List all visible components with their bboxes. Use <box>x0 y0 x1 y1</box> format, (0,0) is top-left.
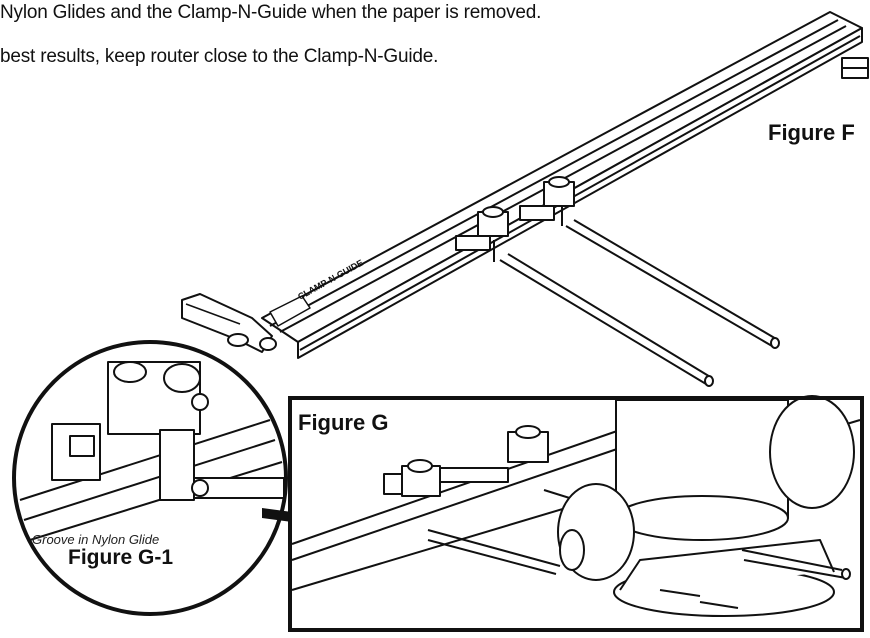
clamp-handle <box>181 293 277 353</box>
figure-g1-caption: Groove in Nylon Glide <box>32 532 160 547</box>
figure-g1-detail <box>12 340 288 616</box>
figure-f-glide-blocks <box>455 176 575 262</box>
figure-g-frame <box>288 396 864 632</box>
instruction-line-1: Nylon Glides and the Clamp-N-Guide when … <box>0 2 542 23</box>
figure-f-rods <box>499 219 780 387</box>
figure-g-scene <box>291 395 861 617</box>
instruction-line-2: best results, keep router close to the C… <box>0 46 439 67</box>
figure-f-label: Figure F <box>768 120 855 145</box>
figure-g-label: Figure G <box>298 410 389 435</box>
figure-g1-label: Figure G-1 <box>68 546 174 569</box>
detail-pointer <box>262 508 292 522</box>
